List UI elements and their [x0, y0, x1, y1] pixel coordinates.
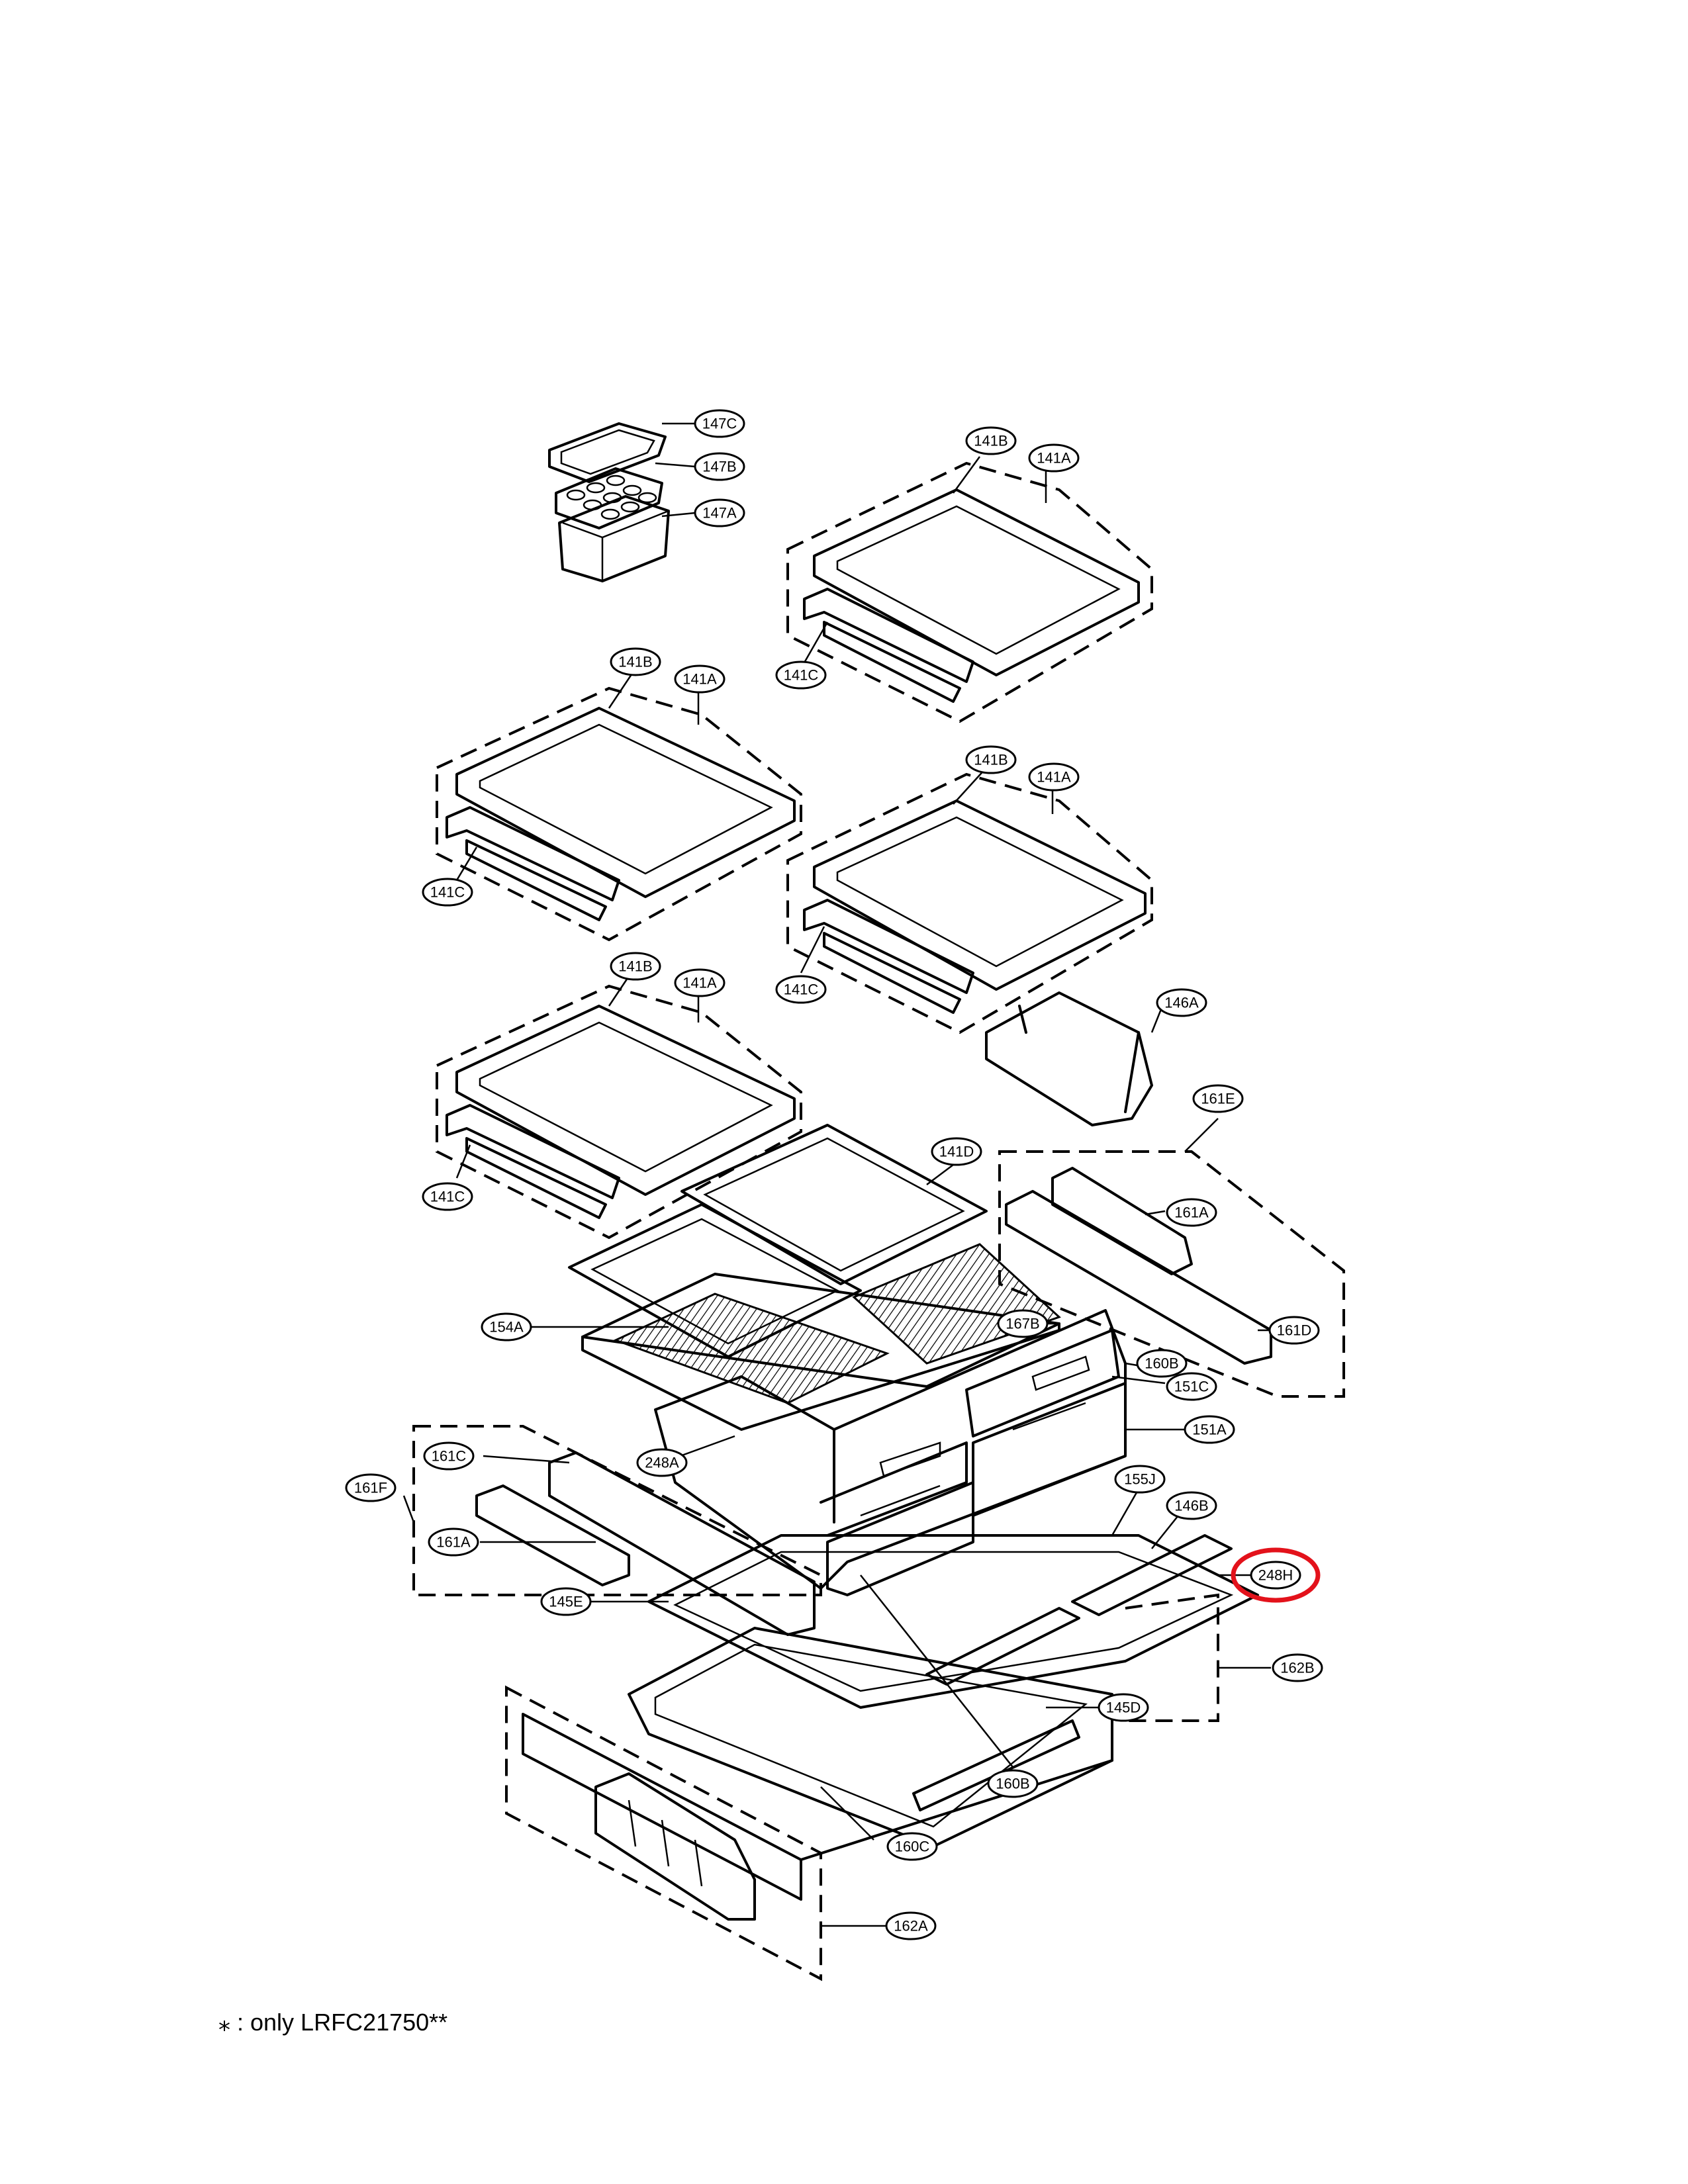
callout: 141C	[422, 1182, 473, 1211]
svg-text:147A: 147A	[702, 505, 737, 522]
svg-text:145D: 145D	[1106, 1700, 1141, 1716]
callout: 141B	[610, 952, 661, 981]
callout: 141C	[422, 878, 473, 907]
svg-text:162B: 162B	[1280, 1660, 1314, 1676]
crisper-drawers	[654, 1309, 1127, 1596]
svg-text:141A: 141A	[1037, 769, 1071, 786]
callout: 147C	[694, 409, 745, 438]
callout: 141B	[965, 745, 1017, 774]
svg-text:151C: 151C	[1174, 1379, 1209, 1395]
shelf-assembly-2	[436, 686, 802, 942]
callout: 141A	[674, 968, 726, 997]
svg-text:145E: 145E	[549, 1594, 583, 1610]
svg-text:141C: 141C	[784, 981, 819, 998]
svg-text:146B: 146B	[1174, 1498, 1208, 1514]
callout: 161C	[423, 1441, 475, 1471]
callout: 248A	[636, 1448, 688, 1477]
front-rail-162a	[505, 1685, 1113, 1981]
svg-text:248H: 248H	[1258, 1567, 1293, 1584]
callout: 141B	[610, 647, 661, 676]
footnote-text: : only LRFC21750**	[230, 2009, 448, 2036]
callout: 161E	[1192, 1084, 1244, 1113]
svg-text:161A: 161A	[436, 1534, 471, 1551]
callout: 161A	[428, 1527, 479, 1557]
callout: 154A	[481, 1312, 532, 1342]
svg-text:167B: 167B	[1006, 1316, 1039, 1332]
svg-text:161C: 161C	[432, 1448, 467, 1465]
callout: 147A	[694, 498, 745, 527]
callout: 146B	[1166, 1491, 1217, 1520]
callout: 141C	[775, 660, 827, 690]
svg-text:161F: 161F	[354, 1480, 387, 1496]
shelf-assembly-3	[786, 772, 1153, 1034]
svg-text:141A: 141A	[682, 975, 717, 991]
callout: 160C	[886, 1832, 938, 1861]
callout: 162B	[1272, 1653, 1323, 1682]
callout: 141D	[931, 1137, 982, 1166]
svg-text:141B: 141B	[618, 958, 652, 975]
svg-text:141C: 141C	[430, 1189, 465, 1205]
svg-text:160C: 160C	[895, 1839, 930, 1855]
svg-text:161A: 161A	[1174, 1205, 1209, 1221]
svg-text:147C: 147C	[702, 416, 737, 432]
svg-text:147B: 147B	[702, 459, 736, 475]
svg-text:151A: 151A	[1192, 1422, 1227, 1438]
svg-text:141C: 141C	[784, 667, 819, 684]
rail-assembly-161e	[998, 1150, 1345, 1398]
callout: 161A	[1166, 1198, 1217, 1227]
callout: 141A	[1028, 762, 1080, 792]
callout: 151C	[1166, 1372, 1217, 1401]
callout: 146A	[1156, 988, 1207, 1017]
svg-text:141B: 141B	[618, 654, 652, 670]
snack-pan-146a	[985, 991, 1153, 1126]
callout: 141C	[775, 975, 827, 1004]
svg-text:141B: 141B	[974, 433, 1008, 449]
footnote-marker: ⁎	[218, 2009, 230, 2036]
svg-text:146A: 146A	[1164, 995, 1199, 1011]
callout: 167B	[997, 1309, 1049, 1338]
svg-text:154A: 154A	[489, 1319, 524, 1336]
svg-text:141B: 141B	[974, 752, 1008, 768]
callout: 145D	[1098, 1693, 1149, 1722]
svg-text:160B: 160B	[1145, 1355, 1178, 1372]
svg-text:141A: 141A	[1037, 450, 1071, 467]
egg-tray-assembly	[548, 422, 670, 582]
callout: 151A	[1184, 1415, 1235, 1444]
svg-text:141C: 141C	[430, 884, 465, 901]
svg-text:141A: 141A	[682, 671, 717, 688]
rail-assembly-161f	[412, 1425, 822, 1636]
callout: 162A	[885, 1911, 937, 1940]
callout: 160B	[1136, 1349, 1188, 1378]
shelf-assembly-4	[436, 984, 802, 1240]
footnote: ⁎ : only LRFC21750**	[218, 2009, 447, 2036]
callout: 147B	[694, 452, 745, 481]
shelf-assembly-1	[786, 461, 1153, 723]
highlight-ring	[1231, 1547, 1321, 1603]
svg-text:161E: 161E	[1201, 1091, 1235, 1107]
callout: 155J	[1114, 1465, 1166, 1494]
callout: 248H	[1250, 1561, 1301, 1590]
callout: 161D	[1268, 1316, 1320, 1345]
callout: 141B	[965, 426, 1017, 455]
svg-text:155J: 155J	[1124, 1471, 1156, 1488]
callout: 141A	[1028, 443, 1080, 473]
callout: 160B	[987, 1769, 1039, 1798]
svg-text:160B: 160B	[996, 1776, 1029, 1792]
svg-text:162A: 162A	[894, 1918, 928, 1934]
callout: 161F	[345, 1473, 397, 1502]
svg-text:161D: 161D	[1277, 1322, 1312, 1339]
lower-pan-cover	[647, 1534, 1259, 1709]
svg-text:141D: 141D	[939, 1144, 974, 1160]
callout: 141A	[674, 664, 726, 694]
callout: 145E	[540, 1587, 592, 1616]
svg-text:248A: 248A	[645, 1455, 679, 1471]
